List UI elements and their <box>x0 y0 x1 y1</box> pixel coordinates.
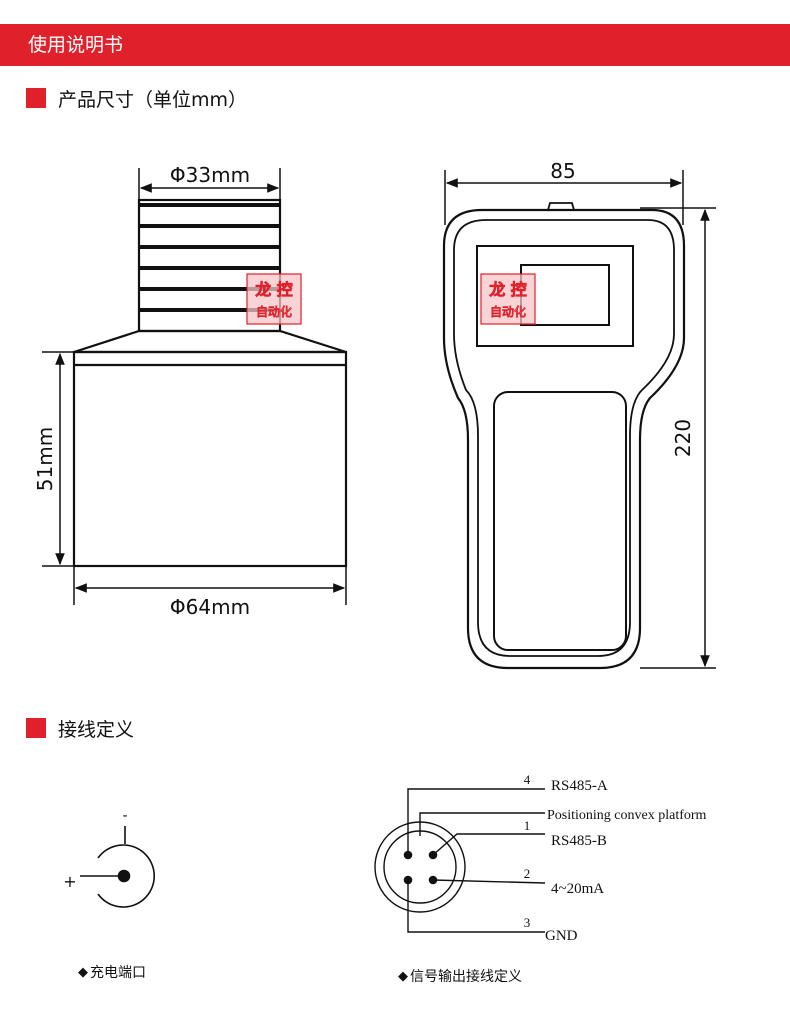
sensor-drawing <box>42 168 348 605</box>
handheld-width: 85 <box>550 159 575 183</box>
signal-connector-caption-text: 信号输出接线定义 <box>410 969 522 985</box>
pin-number-2: 2 <box>524 866 531 881</box>
handheld-height: 220 <box>671 419 695 457</box>
header-banner: 使用说明书 <box>0 24 790 66</box>
pin-number-3: 3 <box>524 915 531 930</box>
pin-number-1: 1 <box>524 818 531 833</box>
handheld-drawing <box>442 170 716 670</box>
signal-connector-diagram <box>374 788 546 933</box>
section-heading-wiring: 接线定义 <box>26 716 135 741</box>
sensor-height: 51mm <box>33 427 57 491</box>
pin-label-4-20ma: 4~20mA <box>551 881 604 897</box>
svg-text:龙 控: 龙 控 <box>488 280 527 299</box>
charging-plus-label: + <box>63 872 76 891</box>
section-marker-icon <box>26 88 46 108</box>
sensor-bottom-diameter: Φ64mm <box>170 595 250 619</box>
svg-text:自动化: 自动化 <box>490 304 526 319</box>
section-heading-dimensions: 产品尺寸（单位mm） <box>26 86 248 111</box>
charging-port-caption-text: 充电端口 <box>90 965 146 981</box>
diamond-bullet-icon: ◆ <box>78 964 88 980</box>
charging-minus-label: - <box>122 808 127 824</box>
watermark-right: 龙 控 自动化 <box>480 273 536 325</box>
watermark-left: 龙 控 自动化 <box>246 273 302 325</box>
svg-text:龙 控: 龙 控 <box>254 280 293 299</box>
diamond-bullet-icon: ◆ <box>398 968 408 984</box>
section-marker-icon <box>26 718 46 738</box>
pin-label-rs485a: RS485-A <box>551 778 608 794</box>
sensor-top-diameter: Φ33mm <box>170 163 250 187</box>
signal-connector-caption: ◆ 信号输出接线定义 <box>398 966 522 986</box>
pin-label-rs485b: RS485-B <box>551 833 607 849</box>
pin-label-gnd: GND <box>545 928 578 944</box>
charging-port-caption: ◆ 充电端口 <box>78 962 146 982</box>
svg-text:自动化: 自动化 <box>256 304 292 319</box>
section-title-wiring: 接线定义 <box>58 718 135 741</box>
banner-title: 使用说明书 <box>28 34 124 56</box>
section-title-dimensions: 产品尺寸（单位mm） <box>58 88 248 111</box>
pin-label-positioning-platform: Positioning convex platform <box>547 808 707 823</box>
charging-port-diagram <box>80 826 156 908</box>
pin-number-4: 4 <box>524 772 531 787</box>
